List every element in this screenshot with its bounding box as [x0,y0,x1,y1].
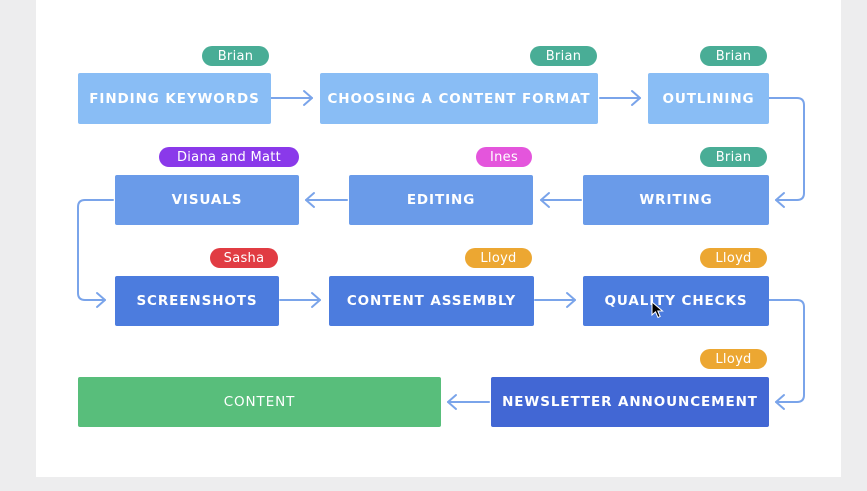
arrow-newsletter-to-content [447,394,490,410]
arrow-screenshots-to-assembly [279,292,321,308]
arrow-visuals-to-screenshots [77,199,114,308]
assignee-tag-writing: Brian [700,147,767,167]
step-newsletter-announcement: NEWSLETTER ANNOUNCEMENT [491,377,769,427]
arrow-keywords-to-format [270,90,313,106]
arrow-assembly-to-quality [534,292,576,308]
assignee-tag-quality-checks: Lloyd [700,248,767,268]
arrow-outlining-to-writing [768,97,805,208]
assignee-tag-outlining: Brian [700,46,767,66]
arrow-writing-to-editing [540,192,582,208]
step-content-assembly: CONTENT ASSEMBLY [329,276,534,326]
step-editing: EDITING [349,175,533,225]
assignee-tag-editing: Ines [476,147,532,167]
assignee-tag-visuals: Diana and Matt [159,147,299,167]
assignee-tag-screenshots: Sasha [210,248,278,268]
step-visuals: VISUALS [115,175,299,225]
arrow-quality-to-newsletter [768,299,805,410]
mouse-cursor-icon [651,301,664,319]
arrow-format-to-outlining [599,90,641,106]
arrow-editing-to-visuals [305,192,348,208]
step-outlining: OUTLINING [648,73,769,124]
step-finding-keywords: FINDING KEYWORDS [78,73,271,124]
assignee-tag-choosing-format: Brian [530,46,597,66]
assignee-tag-content-assembly: Lloyd [465,248,532,268]
step-writing: WRITING [583,175,769,225]
assignee-tag-finding-keywords: Brian [202,46,269,66]
step-choosing-content-format: CHOOSING A CONTENT FORMAT [320,73,598,124]
step-screenshots: SCREENSHOTS [115,276,279,326]
assignee-tag-newsletter: Lloyd [700,349,767,369]
step-content: CONTENT [78,377,441,427]
step-quality-checks: QUALITY CHECKS [583,276,769,326]
